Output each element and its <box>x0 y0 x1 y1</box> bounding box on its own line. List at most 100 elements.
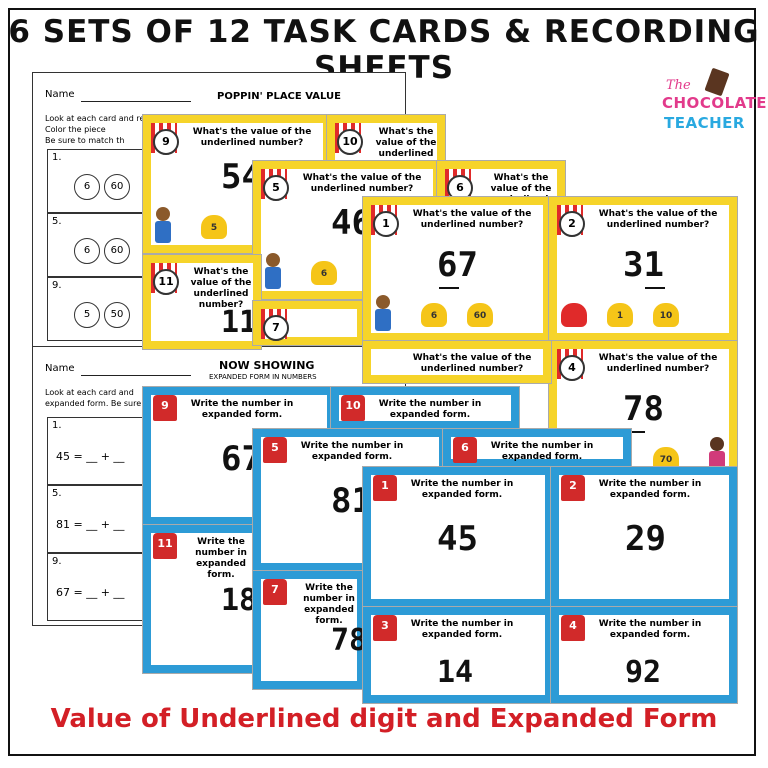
name-line <box>81 101 191 102</box>
card-question: What's the value of the underlined numbe… <box>192 127 312 148</box>
card-number-badge: 10 <box>345 399 361 412</box>
card-number-badge: 5 <box>271 441 279 454</box>
card-number-badge: 11 <box>153 269 179 295</box>
theater-seat-icon: 5 <box>263 437 287 463</box>
card-number-badge: 4 <box>569 619 577 632</box>
card-inner: 1 What's the value of the underlined num… <box>371 205 543 333</box>
theater-seat-icon: 7 <box>263 579 287 605</box>
card-number-badge: 2 <box>569 479 577 492</box>
card-question: Write the number in expanded form. <box>195 537 247 580</box>
card-question: Write the number in expanded form. <box>410 479 514 500</box>
sheet-instructions: Look at each card and read Color the pie… <box>45 114 154 145</box>
task-card: 11 What's the value of the underlined nu… <box>142 254 262 350</box>
card-number-badge: 7 <box>271 583 279 596</box>
card-question: Write the number in expanded form. <box>300 441 404 462</box>
answer-cell: 5. 6 60 <box>47 213 147 277</box>
choice-circle: 60 <box>104 238 130 264</box>
card-question: What's the value of the underlined numbe… <box>412 353 532 374</box>
card-number-badge: 11 <box>157 537 173 550</box>
card-inner: 6 Write the number in expanded form. <box>451 437 623 463</box>
choice-circle: 5 <box>74 302 100 328</box>
digit-underline <box>645 287 665 289</box>
task-card: What's the value of the underlined numbe… <box>362 340 552 384</box>
logo-text-teacher: TEACHER <box>664 114 745 132</box>
task-card: 11 Write the number in expanded form. 18 <box>142 524 262 674</box>
expanded-equation: 81 = __ + __ <box>56 518 125 531</box>
popcorn-bucket-icon <box>561 303 587 327</box>
bottom-caption: Value of Underlined digit and Expanded F… <box>50 704 718 734</box>
task-card: 1 What's the value of the underlined num… <box>362 196 552 342</box>
card-number: 31 <box>623 245 664 285</box>
card-number: 78 <box>623 389 664 429</box>
card-number-badge: 6 <box>461 441 469 454</box>
card-number-badge: 3 <box>381 619 389 632</box>
popcorn-kernel-choice: 6 <box>311 261 337 285</box>
choice-circle: 6 <box>74 174 100 200</box>
answer-cell: 9. 67 = __ + __ <box>47 553 147 621</box>
card-question: What's the value of the underlined numbe… <box>598 209 718 230</box>
card-number-badge: 1 <box>381 479 389 492</box>
card-number: 11 <box>221 305 258 340</box>
cell-number: 1. <box>52 152 62 163</box>
answer-cell: 1. 45 = __ + __ <box>47 417 147 485</box>
cell-number: 9. <box>52 280 62 291</box>
card-inner: 10 Write the number in expanded form. <box>339 395 511 421</box>
card-number: 67 <box>437 245 478 285</box>
sheet-title: NOW SHOWING <box>219 359 315 372</box>
task-card: 7 Write the number in expanded form. 78 <box>252 570 367 690</box>
card-question: Write the number in expanded form. <box>378 399 482 420</box>
card-question: Write the number in expanded form. <box>490 441 594 462</box>
card-inner: 3 Write the number in expanded form. 14 <box>371 615 545 695</box>
card-number-badge: 4 <box>559 355 585 381</box>
task-card: 10 Write the number in expanded form. <box>330 386 520 430</box>
image-frame <box>8 8 756 756</box>
popcorn-kernel-choice: 5 <box>201 215 227 239</box>
logo-text-the: The <box>666 78 691 93</box>
choice-circle: 60 <box>104 174 130 200</box>
theater-seat-icon: 11 <box>153 533 177 559</box>
cell-number: 5. <box>52 488 62 499</box>
card-question: What's the value of the underlined numbe… <box>598 353 718 374</box>
theater-seat-icon: 3 <box>373 615 397 641</box>
card-question: Write the number in expanded form. <box>598 619 702 640</box>
card-number: 78 <box>331 623 368 658</box>
child-icon <box>263 253 283 289</box>
sheet-title: POPPIN' PLACE VALUE <box>217 91 341 102</box>
answer-cell: 9. 5 50 <box>47 277 147 341</box>
choice-circle: 6 <box>74 238 100 264</box>
card-inner: 7 Write the number in expanded form. 78 <box>261 579 367 681</box>
task-card: 7 <box>252 300 366 346</box>
name-label: Name <box>45 89 75 100</box>
card-question: What's the value of the underlined numbe… <box>412 209 532 230</box>
popcorn-kernel-choice: 60 <box>467 303 493 327</box>
task-card: 6 Write the number in expanded form. <box>442 428 632 468</box>
card-inner: 11 What's the value of the underlined nu… <box>151 263 257 341</box>
name-line <box>81 375 191 376</box>
sheet-instructions: Look at each card and expanded form. Be … <box>45 388 142 408</box>
card-inner: 2 Write the number in expanded form. 29 <box>559 475 729 599</box>
theater-seat-icon: 2 <box>561 475 585 501</box>
popcorn-kernel-choice: 6 <box>421 303 447 327</box>
digit-underline <box>439 287 459 289</box>
card-inner: 6 What's the value of the underlined num… <box>445 169 557 216</box>
card-question: What's the value of the underlined numbe… <box>302 173 422 194</box>
card-number-badge: 9 <box>161 399 169 412</box>
chocolate-teacher-logo: The CHOCOLATE TEACHER <box>660 67 767 156</box>
child-icon <box>373 295 393 331</box>
task-card: 1 Write the number in expanded form. 45 <box>362 466 554 608</box>
card-question: What's the value of the underlined numbe… <box>190 267 252 310</box>
task-card: 3 Write the number in expanded form. 14 <box>362 606 554 704</box>
cell-number: 5. <box>52 216 62 227</box>
card-inner: 1 Write the number in expanded form. 45 <box>371 475 545 599</box>
card-inner: What's the value of the underlined numbe… <box>371 349 543 375</box>
theater-seat-icon: 1 <box>373 475 397 501</box>
expanded-equation: 45 = __ + __ <box>56 450 125 463</box>
chocolate-bar-icon <box>704 67 730 97</box>
choice-circle: 50 <box>104 302 130 328</box>
card-question: Write the number in expanded form. <box>598 479 702 500</box>
card-number-badge: 2 <box>559 211 585 237</box>
card-number: 18 <box>221 583 258 618</box>
task-card: 2 What's the value of the underlined num… <box>548 196 738 342</box>
card-question: Write the number in expanded form. <box>410 619 514 640</box>
card-inner: 10 What's the value of the underlined nu… <box>335 123 437 170</box>
